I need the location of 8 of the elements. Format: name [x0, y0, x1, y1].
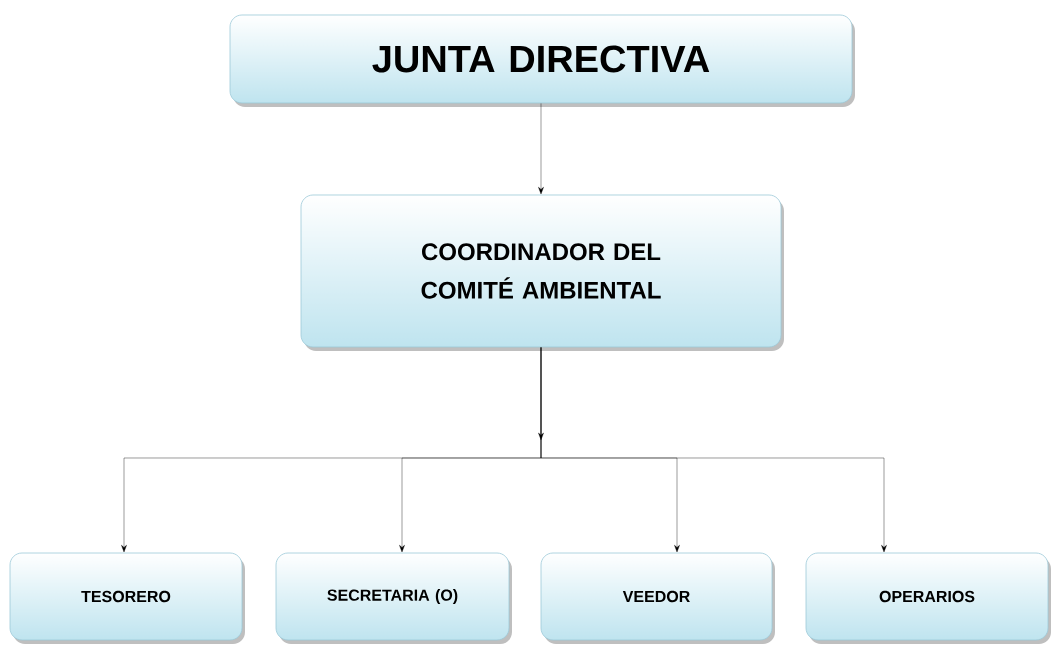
position-box: SECRETARIA (O) [275, 552, 510, 641]
arrow [538, 103, 544, 195]
position-box: JUNTA DIRECTIVA [229, 14, 853, 104]
position-box: TESORERO [9, 552, 243, 641]
position-box: VEEDOR [540, 552, 773, 641]
position-box: COORDINADOR DEL COMITÉ AMBIENTAL [300, 194, 782, 348]
position-box: OPERARIOS [805, 552, 1049, 641]
arrow [540, 347, 887, 553]
